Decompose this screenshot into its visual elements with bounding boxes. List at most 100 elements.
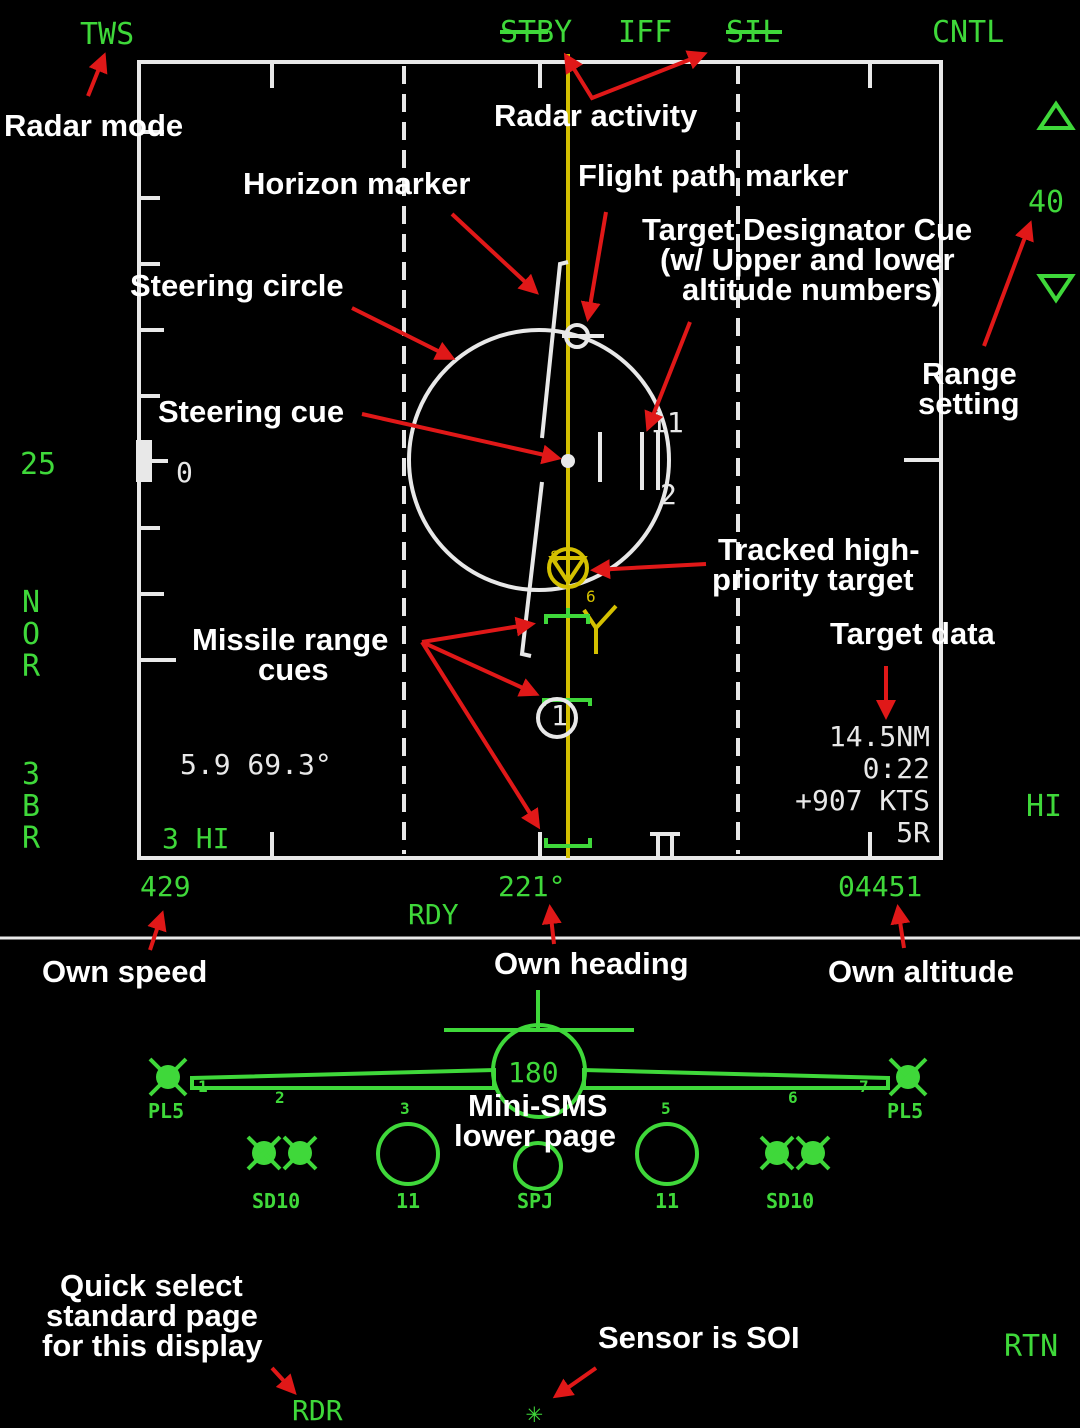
- arrows-missile-range-cues: [420, 616, 541, 830]
- range-up-arrow-icon[interactable]: [1036, 100, 1076, 130]
- antenna-data: 5.9 69.3°: [180, 748, 332, 781]
- annotation-steering-cue: Steering cue: [158, 394, 344, 429]
- station-3: 3: [400, 1099, 410, 1118]
- pl5-left-missile-icon[interactable]: [148, 1057, 188, 1097]
- bottom-azimuth-ticks: [270, 832, 872, 856]
- elevation-caret: [136, 440, 168, 482]
- arrow-quick-select: [270, 1366, 297, 1395]
- horizon-marker: [519, 260, 569, 658]
- arrow-flight-path-marker: [580, 211, 608, 322]
- tank-right-icon[interactable]: [635, 1122, 699, 1186]
- annotation-flight-path-marker: Flight path marker: [578, 158, 848, 193]
- svg-text:N: N: [22, 585, 40, 620]
- second-target-symbol[interactable]: [582, 604, 618, 654]
- target-designator-cue[interactable]: [598, 432, 660, 490]
- arrow-own-speed: [147, 910, 167, 951]
- svg-text:Missile range: Missile range: [192, 622, 388, 657]
- steering-cue: [561, 454, 575, 468]
- arrow-sensor-soi: [552, 1366, 598, 1399]
- top-azimuth-ticks: [270, 64, 872, 88]
- soi-indicator: ✳: [526, 1396, 543, 1428]
- svg-text:standard page: standard page: [46, 1298, 258, 1333]
- arrow-tracked-target: [590, 559, 707, 580]
- own-heading: 221°: [498, 870, 565, 903]
- target-aspect: 5R: [896, 816, 930, 849]
- tracked-target-id: 8: [550, 547, 560, 566]
- arrow-own-altitude: [890, 904, 911, 949]
- bottom-t-marker: [650, 832, 680, 856]
- svg-text:altitude numbers): altitude numbers): [682, 272, 942, 307]
- station-2: 2: [275, 1088, 285, 1107]
- sd10-left-label: SD10: [252, 1189, 300, 1213]
- spj-label: SPJ: [517, 1189, 553, 1213]
- svg-text:B: B: [22, 789, 40, 824]
- svg-text:cues: cues: [258, 652, 329, 687]
- osb-bar[interactable]: 3 B R: [22, 757, 41, 856]
- osb-stby[interactable]: STBY: [500, 15, 572, 50]
- svg-text:(w/ Upper and lower: (w/ Upper and lower: [660, 242, 955, 277]
- target-data-block: 14.5NM 0:22 +907 KTS 5R: [795, 720, 930, 849]
- target-closure: +907 KTS: [795, 784, 930, 817]
- range-down-arrow-icon[interactable]: [1036, 274, 1076, 304]
- arrow-steering-cue: [361, 412, 562, 465]
- annotation-range-setting: Range setting: [918, 356, 1020, 421]
- annotation-tracked-target: Tracked high- priority target: [712, 532, 920, 597]
- annotation-quick-select: Quick select standard page for this disp…: [42, 1268, 263, 1363]
- annotation-target-data: Target data: [830, 616, 996, 651]
- station-7: 7: [859, 1077, 869, 1096]
- svg-text:Quick select: Quick select: [60, 1268, 243, 1303]
- osb-nor[interactable]: N O R: [22, 585, 41, 684]
- tank-right-label: 11: [655, 1189, 679, 1213]
- osb-elevation[interactable]: 25: [20, 447, 56, 482]
- svg-text:R: R: [22, 821, 41, 856]
- sd10-right-missile-icons[interactable]: [759, 1135, 831, 1171]
- annotation-horizon-marker: Horizon marker: [243, 166, 470, 201]
- rdy-status: RDY: [408, 898, 459, 931]
- tank-left-label: 11: [396, 1189, 420, 1213]
- svg-text:lower page: lower page: [454, 1118, 616, 1153]
- svg-text:O: O: [22, 617, 40, 652]
- target-range: 14.5NM: [829, 720, 930, 753]
- station-6: 6: [788, 1088, 798, 1107]
- svg-text:Range: Range: [922, 356, 1017, 391]
- osb-iff[interactable]: IFF: [618, 15, 672, 50]
- arrow-own-heading: [541, 904, 562, 945]
- annotation-own-speed: Own speed: [42, 954, 207, 989]
- annotation-mini-sms: Mini-SMS lower page: [454, 1088, 616, 1153]
- osb-rdr[interactable]: RDR: [292, 1394, 343, 1427]
- pl5-right-label: PL5: [887, 1099, 923, 1123]
- flight-path-marker: [562, 323, 604, 349]
- osb-rtn[interactable]: RTN: [1004, 1329, 1058, 1364]
- arrow-horizon-marker: [450, 212, 539, 295]
- tank-left-icon[interactable]: [376, 1122, 440, 1186]
- second-target-id: 6: [586, 587, 596, 606]
- osb-cntl[interactable]: CNTL: [932, 15, 1004, 50]
- target-time: 0:22: [863, 752, 930, 785]
- annotation-tdc: Target Designator Cue (w/ Upper and lowe…: [642, 212, 972, 307]
- annotation-sensor-soi: Sensor is SOI: [598, 1320, 800, 1355]
- osb-radar-mode[interactable]: TWS: [80, 17, 134, 52]
- sd10-left-missile-icons[interactable]: [246, 1135, 318, 1171]
- station-5: 5: [661, 1099, 671, 1118]
- spj-pod-icon[interactable]: [513, 1141, 563, 1191]
- sms-center-value: 180: [508, 1056, 559, 1089]
- tdc-lower-altitude: 2: [660, 478, 677, 511]
- pl5-left-label: PL5: [148, 1099, 184, 1123]
- svg-text:Tracked high-: Tracked high-: [718, 532, 920, 567]
- svg-text:R: R: [22, 649, 41, 684]
- pl5-right-missile-icon[interactable]: [888, 1057, 928, 1097]
- own-altitude: 04451: [838, 870, 922, 903]
- missile-cue-id: 1: [551, 699, 568, 732]
- own-speed: 429: [140, 870, 191, 903]
- arrow-radar-mode: [86, 52, 108, 97]
- annotation-missile-range-cues: Missile range cues: [192, 622, 388, 687]
- osb-hi[interactable]: HI: [1026, 789, 1062, 824]
- osb-sil[interactable]: SIL: [726, 15, 782, 50]
- arrow-tdc: [644, 321, 692, 432]
- svg-text:priority target: priority target: [712, 562, 914, 597]
- arrow-range-setting: [982, 220, 1034, 347]
- annotation-own-altitude: Own altitude: [828, 954, 1014, 989]
- tracked-target-symbol[interactable]: [547, 547, 589, 589]
- svg-text:3: 3: [22, 757, 40, 792]
